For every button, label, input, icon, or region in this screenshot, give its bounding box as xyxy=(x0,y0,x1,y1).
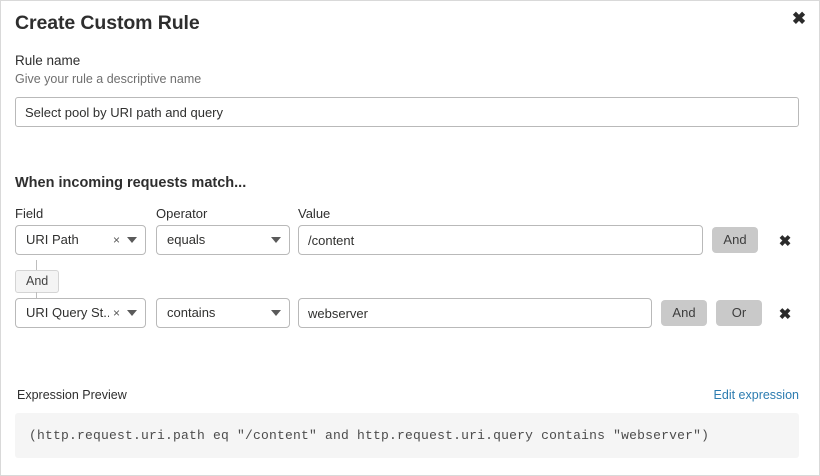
and-button-row-1[interactable]: And xyxy=(712,227,758,253)
value-input-row-1[interactable] xyxy=(298,225,703,255)
field-select-row-1[interactable]: URI Path × xyxy=(15,225,146,255)
or-button-row-2[interactable]: Or xyxy=(716,300,762,326)
column-header-operator: Operator xyxy=(156,206,208,221)
chevron-down-icon xyxy=(127,237,137,243)
match-section-heading: When incoming requests match... xyxy=(15,175,247,191)
delete-row-icon: ✖ xyxy=(778,305,792,323)
operator-select-row-1[interactable]: equals xyxy=(156,225,290,255)
conditions-builder: Field Operator Value URI Path × equals A… xyxy=(1,205,819,338)
chevron-down-icon xyxy=(271,237,281,243)
expression-preview-box: (http.request.uri.path eq "/content" and… xyxy=(15,413,799,458)
clear-x-icon[interactable]: × xyxy=(112,306,120,320)
rule-name-input[interactable] xyxy=(15,97,799,127)
connector-line-top xyxy=(36,260,37,271)
operator-select-value-row-2: contains xyxy=(167,305,216,320)
condition-row: URI Path × equals And ✖ xyxy=(1,225,819,265)
expression-preview-code: (http.request.uri.path eq "/content" and… xyxy=(29,428,710,443)
column-header-value: Value xyxy=(298,206,331,221)
column-header-field: Field xyxy=(15,206,44,221)
edit-expression-link[interactable]: Edit expression xyxy=(713,388,799,402)
rule-name-block: Rule name Give your rule a descriptive n… xyxy=(15,51,799,127)
close-icon: ✖ xyxy=(791,8,807,28)
rule-name-help-text: Give your rule a descriptive name xyxy=(15,72,202,86)
and-button-row-2[interactable]: And xyxy=(661,300,707,326)
expression-preview-header: Expression Preview Edit expression xyxy=(15,387,799,407)
delete-row-button-row-1[interactable]: ✖ xyxy=(775,229,795,253)
operator-select-value-row-1: equals xyxy=(167,232,206,247)
chevron-down-icon xyxy=(127,310,137,316)
delete-row-button-row-2[interactable]: ✖ xyxy=(775,302,795,326)
connector-line-bottom xyxy=(36,292,37,303)
field-select-value-row-2: URI Query St... xyxy=(26,305,109,320)
dialog-header: Create Custom Rule xyxy=(15,10,805,42)
chevron-down-icon xyxy=(271,310,281,316)
condition-row: URI Query St... × contains And Or ✖ xyxy=(1,298,819,338)
expression-preview-section: Expression Preview Edit expression (http… xyxy=(15,387,799,458)
connector-and-chip[interactable]: And xyxy=(15,270,60,293)
field-select-row-2[interactable]: URI Query St... × xyxy=(15,298,146,328)
rule-name-label: Rule name xyxy=(15,53,81,68)
condition-column-headers: Field Operator Value xyxy=(1,205,819,225)
close-button[interactable]: ✖ xyxy=(788,7,810,29)
clear-x-icon[interactable]: × xyxy=(112,233,120,247)
operator-select-row-2[interactable]: contains xyxy=(156,298,290,328)
logic-connector: And xyxy=(1,260,819,303)
page-title: Create Custom Rule xyxy=(15,12,200,34)
field-select-value-row-1: URI Path xyxy=(26,232,79,247)
value-input-row-2[interactable] xyxy=(298,298,652,328)
expression-preview-title: Expression Preview xyxy=(17,388,127,402)
delete-row-icon: ✖ xyxy=(778,232,792,250)
